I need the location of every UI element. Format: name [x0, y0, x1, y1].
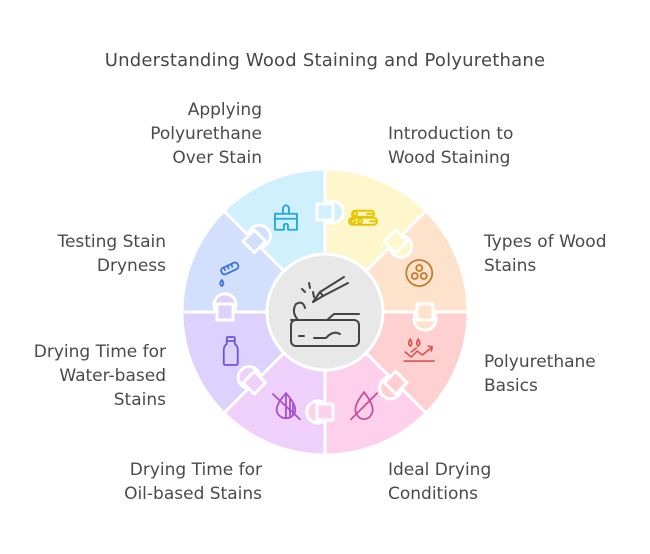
- puzzle-knob-base: [215, 302, 235, 322]
- no-drop-icon: [350, 390, 378, 421]
- logs-icon: [348, 209, 379, 226]
- stain-colors-icon: [405, 259, 434, 287]
- label-line: Introduction to: [388, 124, 514, 144]
- label-line: Water-based: [59, 366, 166, 386]
- label-line: Oil-based Stains: [124, 484, 262, 504]
- paint-brush-icon: [274, 204, 298, 231]
- label-line: Stains: [484, 256, 537, 276]
- label-line: Over Stain: [172, 148, 262, 168]
- label-line: Ideal Drying: [388, 460, 492, 480]
- bottle-icon: [222, 336, 239, 366]
- label-types-of-wood-stains: Types of Wood Stains: [484, 230, 607, 278]
- puzzle-knob-base: [241, 228, 268, 255]
- label-line: Testing Stain: [57, 232, 166, 252]
- label-line: Stains: [113, 390, 166, 410]
- test-tube-drop-icon: [219, 261, 240, 287]
- label-applying-polyurethane: Applying Polyurethane Over Stain: [150, 98, 262, 170]
- label-drying-time-water-based: Drying Time for Water-based Stains: [34, 340, 166, 412]
- puzzle-knob-base: [241, 369, 268, 396]
- puzzle-knob-base: [315, 202, 335, 222]
- label-line: Dryness: [96, 256, 166, 276]
- label-line: Basics: [484, 376, 538, 396]
- label-testing-stain-dryness: Testing Stain Dryness: [57, 230, 166, 278]
- puzzle-knob-base: [415, 302, 435, 322]
- label-line: Types of Wood: [484, 232, 607, 252]
- wood-carving-icon: [290, 276, 360, 347]
- label-introduction-to-wood-staining: Introduction to Wood Staining: [388, 122, 513, 170]
- label-ideal-drying-conditions: Ideal Drying Conditions: [388, 458, 491, 506]
- diagram-title: Understanding Wood Staining and Polyuret…: [104, 50, 546, 71]
- protective-coat-icon: [403, 338, 436, 362]
- label-line: Conditions: [388, 484, 478, 504]
- label-polyurethane-basics: Polyurethane Basics: [484, 350, 596, 398]
- label-line: Drying Time for: [129, 460, 262, 480]
- label-line: Polyurethane: [150, 124, 262, 144]
- center-hub: [265, 252, 385, 372]
- label-drying-time-oil-based: Drying Time for Oil-based Stains: [124, 458, 262, 506]
- puzzle-knob-base: [382, 228, 409, 255]
- label-line: Wood Staining: [388, 148, 511, 168]
- no-oil-icon: [272, 391, 301, 421]
- puzzle-knob-base: [382, 369, 409, 396]
- label-line: Applying: [187, 100, 262, 120]
- label-line: Polyurethane: [484, 352, 596, 372]
- label-line: Drying Time for: [33, 342, 166, 362]
- puzzle-knob-base: [315, 402, 335, 422]
